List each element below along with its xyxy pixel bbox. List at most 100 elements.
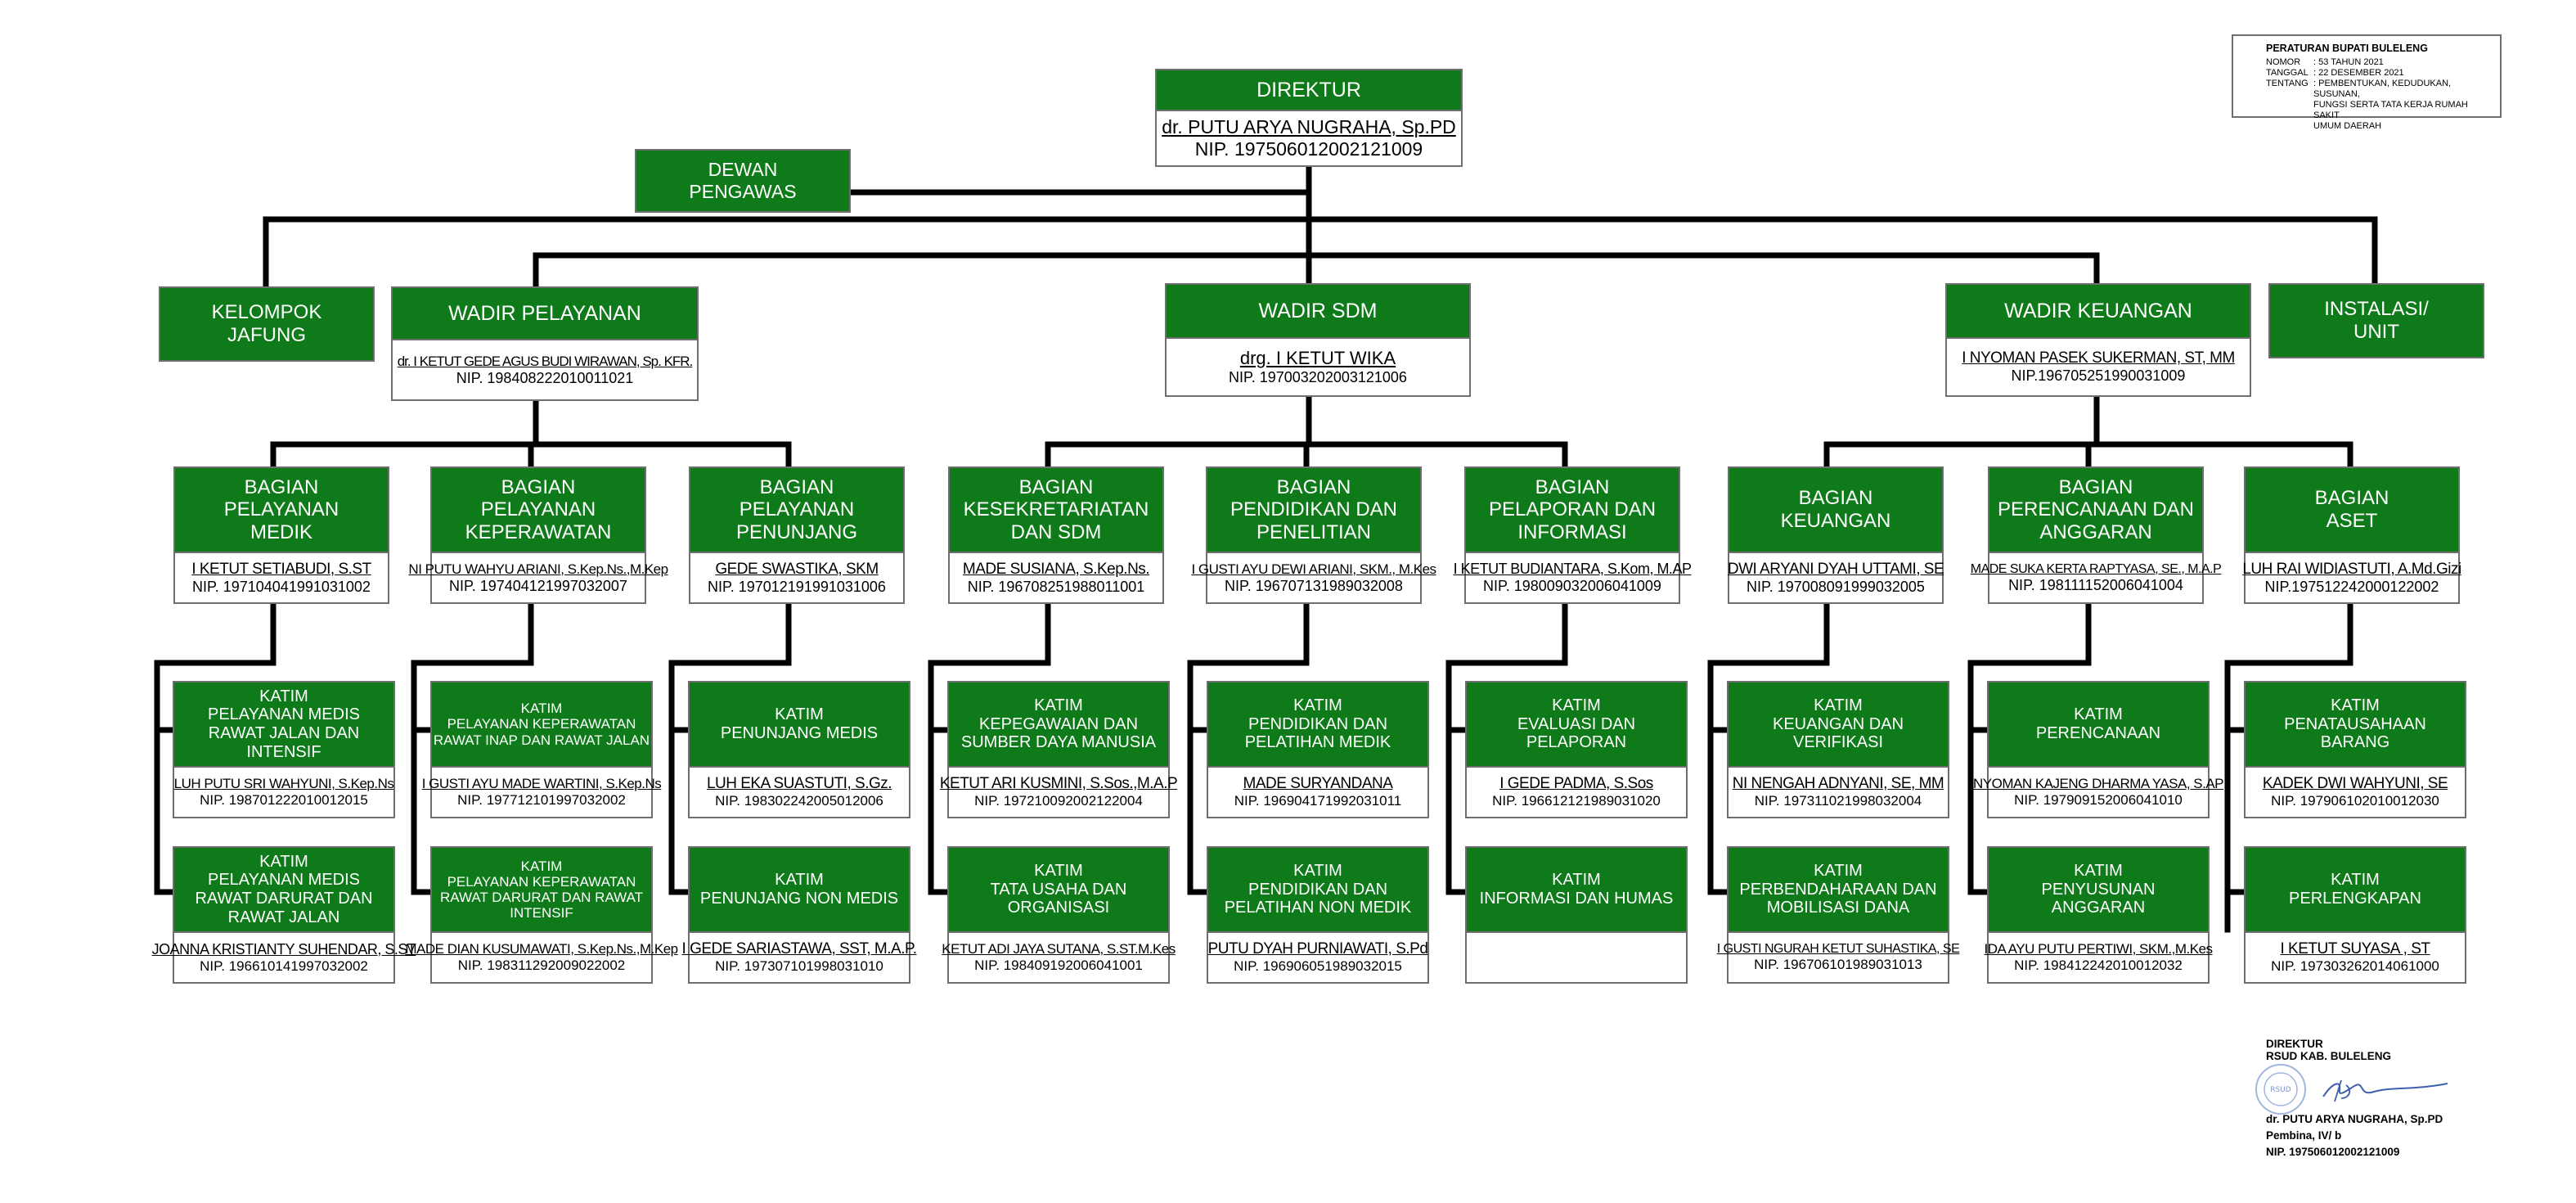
katim-name: MADE SURYANDANA — [1243, 775, 1393, 792]
katim-title: KATIM PENDIDIKAN DAN PELATIHAN MEDIK — [1207, 681, 1429, 768]
katim-title: KATIM KEPEGAWAIAN DAN SUMBER DAYA MANUSI… — [947, 681, 1170, 768]
regulation-row-tanggal: TANGGAL : 22 DESEMBER 2021 — [2266, 68, 2492, 79]
bagian-title: BAGIAN KEUANGAN — [1728, 466, 1944, 553]
katim-nip: NIP. 196906051989032015 — [1234, 958, 1402, 974]
katim-name: JOANNA KRISTIANTY SUHENDAR, S.ST — [151, 940, 416, 957]
katim-name: KADEK DWI WAHYUNI, SE — [2262, 775, 2448, 792]
bagian-head-nip: NIP. 198009032006041009 — [1483, 578, 1661, 594]
regulation-row-tentang: TENTANG : PEMBENTUKAN, KEDUDUKAN, SUSUNA… — [2266, 79, 2492, 132]
katim-name: I GEDE SARIASTAWA, SST, M.A.P. — [681, 940, 917, 957]
bagian-title: BAGIAN PELAYANAN PENUNJANG — [689, 466, 905, 553]
katim-title: KATIM EVALUASI DAN PELAPORAN — [1465, 681, 1688, 768]
katim-title: KATIM PENYUSUNAN ANGGARAN — [1987, 846, 2210, 933]
bagian-head-name: NI PUTU WAHYU ARIANI, S.Kep.Ns.,M.Kep — [408, 561, 668, 577]
seal-text: RSUD — [2270, 1086, 2291, 1094]
katim-name: I GEDE PADMA, S.Sos — [1499, 775, 1653, 792]
bagian-title: BAGIAN PERENCANAAN DAN ANGGARAN — [1988, 466, 2204, 553]
katim-title: KATIM PELAYANAN KEPERAWATAN RAWAT DARURA… — [430, 846, 653, 933]
katim-nip: NIP. 197906102010012030 — [2271, 793, 2439, 809]
wadir-keuangan-info: I NYOMAN PASEK SUKERMAN, ST, MM NIP.1967… — [1945, 339, 2251, 397]
direktur-info: dr. PUTU ARYA NUGRAHA, Sp.PD NIP. 197506… — [1155, 111, 1463, 167]
katim-nip: NIP. 196612121989031020 — [1492, 793, 1661, 809]
wadir-sdm-title: WADIR SDM — [1165, 283, 1471, 339]
bagian-head-nip: NIP. 196708251988011001 — [967, 578, 1145, 595]
bagian-info: MADE SUSIANA, S.Kep.Ns.NIP. 196708251988… — [948, 553, 1164, 604]
katim-title: KATIM PELAYANAN MEDIS RAWAT JALAN DAN IN… — [173, 681, 395, 768]
bagian-head-name: I KETUT SETIABUDI, S.ST — [191, 560, 371, 578]
katim-name: I KETUT SUYASA , ST — [2280, 940, 2430, 957]
regulation-key: TANGGAL — [2266, 67, 2309, 78]
katim-title: KATIM TATA USAHA DAN ORGANISASI — [947, 846, 1170, 933]
bagian-head-nip: NIP. 197012191991031006 — [708, 578, 886, 595]
bagian-title: BAGIAN PENDIDIKAN DAN PENELITIAN — [1206, 466, 1422, 553]
handwritten-signature-icon — [2322, 1079, 2448, 1102]
bagian-head-nip: NIP. 197104041991031002 — [192, 578, 371, 595]
katim-name: LUH PUTU SRI WAHYUNI, S.Kep.Ns — [173, 776, 394, 791]
direktur-title: DIREKTUR — [1155, 69, 1463, 111]
regulation-row-nomor: NOMOR : 53 TAHUN 2021 — [2266, 57, 2492, 68]
katim-title: KATIM PENDIDIKAN DAN PELATIHAN NON MEDIK — [1207, 846, 1429, 933]
katim-title: KATIM PERLENGKAPAN — [2244, 846, 2466, 933]
bagian-head-nip: NIP. 197404121997032007 — [449, 577, 627, 594]
bagian-title: BAGIAN KESEKRETARIATAN DAN SDM — [948, 466, 1164, 553]
katim-name: NI NENGAH ADNYANI, SE, MM — [1732, 775, 1944, 792]
katim-name: I GUSTI NGURAH KETUT SUHASTIKA, SE — [1716, 942, 1960, 956]
regulation-box: PERATURAN BUPATI BULELENG NOMOR : 53 TAH… — [2232, 34, 2502, 131]
bagian-head-nip: NIP. 196707131989032008 — [1225, 577, 1403, 594]
katim-nip: NIP. 198302242005012006 — [715, 793, 883, 809]
wadir-sdm-nip: NIP. 197003202003121006 — [1229, 369, 1407, 385]
direktur-name: dr. PUTU ARYA NUGRAHA, Sp.PD — [1162, 116, 1456, 137]
wadir-keuangan-title: WADIR KEUANGAN — [1945, 283, 2251, 339]
katim-nip: NIP. 198701222010012015 — [200, 792, 368, 808]
regulation-value: : PEMBENTUKAN, KEDUDUKAN, SUSUNAN, FUNGS… — [2313, 78, 2468, 131]
bagian-head-nip: NIP.197512242000122002 — [2264, 578, 2439, 595]
katim-info: I GEDE SARIASTAWA, SST, M.A.P.NIP. 19730… — [682, 933, 917, 984]
regulation-key: NOMOR — [2266, 57, 2301, 67]
katim-title: KATIM KEUANGAN DAN VERIFIKASI — [1727, 681, 1949, 768]
bagian-head-name: GEDE SWASTIKA, SKM — [715, 560, 879, 578]
wadir-keuangan-nip: NIP.196705251990031009 — [2011, 367, 2186, 384]
katim-nip: NIP. 196904171992031011 — [1234, 793, 1402, 809]
wadir-sdm-name: drg. I KETUT WIKA — [1239, 348, 1396, 368]
katim-title: KATIM PENUNJANG MEDIS — [688, 681, 910, 768]
katim-info — [1465, 933, 1688, 984]
instalasi-unit-box: INSTALASI/ UNIT — [2268, 283, 2484, 358]
signature-name: dr. PUTU ARYA NUGRAHA, Sp.PD — [2266, 1113, 2443, 1125]
katim-nip: NIP. 197311021998032004 — [1754, 793, 1922, 809]
bagian-title: BAGIAN PELAYANAN KEPERAWATAN — [430, 466, 646, 553]
regulation-value: : 53 TAHUN 2021 — [2313, 57, 2384, 67]
katim-nip: NIP. 198412242010012032 — [2014, 957, 2183, 973]
katim-name: I GUSTI AYU MADE WARTINI, S.Kep.Ns — [421, 776, 662, 791]
bagian-head-nip: NIP. 197008091999032005 — [1747, 578, 1925, 595]
wadir-pelayanan-info: dr. I KETUT GEDE AGUS BUDI WIRAWAN, Sp. … — [391, 340, 699, 401]
dewan-pengawas-box: DEWAN PENGAWAS — [635, 149, 851, 213]
wadir-pelayanan-title: WADIR PELAYANAN — [391, 286, 699, 340]
bagian-title: BAGIAN ASET — [2244, 466, 2460, 553]
katim-name: NYOMAN KAJENG DHARMA YASA, S.AP — [1973, 776, 2224, 791]
katim-name: PUTU DYAH PURNIAWATI, S.Pd — [1207, 940, 1428, 957]
katim-nip: NIP. 197210092002122004 — [974, 793, 1143, 809]
regulation-key: TENTANG — [2266, 78, 2309, 88]
katim-nip: NIP. 198409192006041001 — [974, 957, 1143, 973]
hospital-seal-icon: RSUD — [2255, 1064, 2306, 1115]
katim-name: IDA AYU PUTU PERTIWI, SKM.,M.Kes — [1984, 941, 2213, 957]
signature-title: DIREKTUR — [2266, 1038, 2323, 1050]
katim-nip: NIP. 196706101989031013 — [1754, 957, 1922, 972]
bagian-head-nip: NIP. 198111152006041004 — [2008, 576, 2183, 593]
katim-title: KATIM PELAYANAN KEPERAWATAN RAWAT INAP D… — [430, 681, 653, 768]
